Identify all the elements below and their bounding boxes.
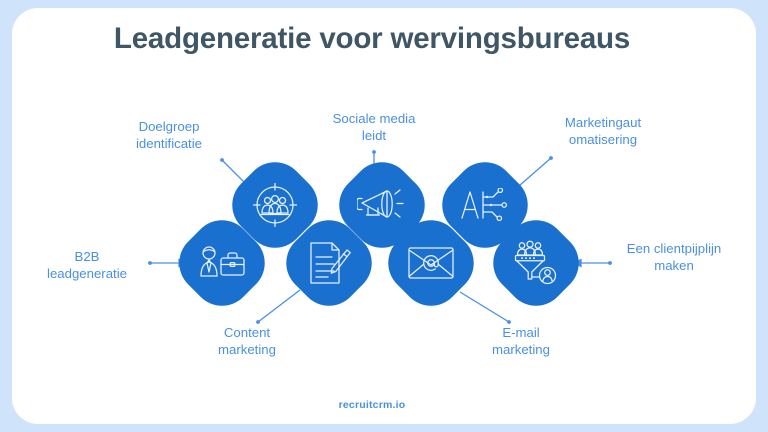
label-doelgroep-identificatie: Doelgroep identificatie	[136, 119, 202, 152]
businessman-briefcase-icon	[183, 224, 261, 302]
megaphone-icon	[343, 166, 421, 244]
label-email-marketing: E-mail marketing	[492, 325, 550, 358]
node-sociale-media-leidt[interactable]	[326, 149, 438, 261]
node-b2b-leadgeneratie[interactable]	[166, 207, 278, 319]
node-marketingautomatisering[interactable]	[429, 149, 541, 261]
target-audience-icon	[236, 166, 314, 244]
node-email-marketing[interactable]	[375, 207, 487, 319]
node-een-clientpijplijn-maken[interactable]	[480, 207, 592, 319]
page-title: Leadgeneratie voor wervingsbureaus	[113, 22, 631, 55]
label-een-clientpijplijn-maken: Een clientpijplijn maken	[626, 241, 722, 274]
document-pen-icon	[290, 224, 368, 302]
label-content-marketing: Content marketing	[218, 325, 276, 358]
label-marketingautomatisering: Marketingaut omatisering	[564, 115, 642, 148]
funnel-people-icon	[497, 224, 575, 302]
footer-brand: recruitcrm.io	[338, 399, 406, 411]
node-doelgroep-identificatie[interactable]	[219, 149, 331, 261]
envelope-at-icon	[392, 224, 470, 302]
label-sociale-media-leidt: Sociale media leidt	[332, 111, 416, 144]
label-b2b-leadgeneratie: B2B leadgeneratie	[47, 249, 127, 282]
ai-circuit-icon	[446, 166, 524, 244]
node-content-marketing[interactable]	[273, 207, 385, 319]
